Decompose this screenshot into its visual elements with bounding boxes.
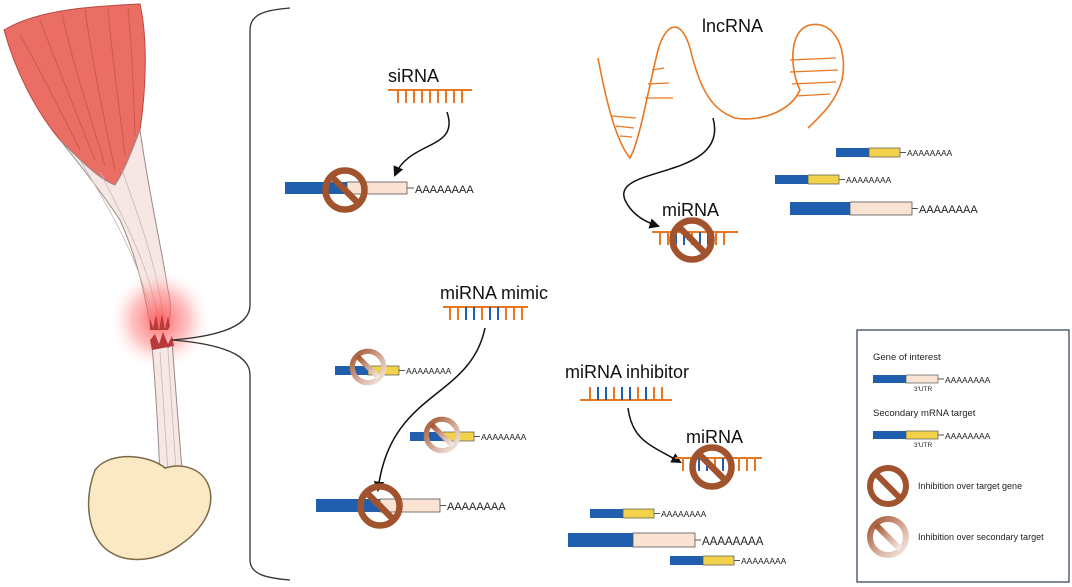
- poly-a-tail: AAAAAAAA: [907, 148, 953, 158]
- sirna-label: siRNA: [388, 66, 439, 86]
- mirna-mimic-arrow: [373, 327, 486, 493]
- mrna-utr: [346, 181, 408, 195]
- mirna-top-strand: [652, 231, 738, 245]
- lncrna-group: lncRNA miRNA: [597, 16, 978, 260]
- lncrna-stem-bars: [611, 57, 839, 138]
- injury-glow: [108, 268, 212, 372]
- poly-a-tail: AAAAAAAA: [741, 556, 787, 566]
- muscle-tendon-illustration: [3, 3, 212, 561]
- legend-gene-of-interest-label: Gene of interest: [873, 352, 941, 363]
- bracket: [171, 7, 291, 581]
- lncrna-strand: [597, 23, 845, 160]
- sirna-strand: [388, 89, 472, 103]
- tendon-torn-end-upper: [150, 314, 170, 330]
- mimic-target-mrna: AAAAAAAA: [316, 498, 506, 513]
- lncrna-mrna-2: AAAAAAAA: [775, 174, 892, 185]
- legend-inhibition-target-label: Inhibition over target gene: [918, 481, 1022, 491]
- sirna-target-mrna: AAAAAAAA: [285, 181, 474, 196]
- mirna-mimic-group: miRNA mimic AAAAAAAA AAAAAAAA: [316, 283, 548, 526]
- poly-a-tail: AAAAAAAA: [406, 366, 452, 376]
- legend-utr-label: 3'UTR: [914, 386, 933, 393]
- mirna-bottom-label: miRNA: [686, 427, 743, 447]
- inhibition-icon: [673, 221, 712, 260]
- sirna-arrow: [393, 111, 450, 177]
- mrna-cds: [285, 182, 347, 194]
- poly-a-tail: AAAAAAAA: [945, 375, 991, 385]
- poly-a-tail: AAAAAAAA: [702, 536, 764, 548]
- tendon-torn-end-lower: [150, 332, 174, 350]
- poly-a-tail: AAAAAAAA: [846, 175, 892, 185]
- legend-gene-of-interest-mrna: AAAAAAAA 3'UTR: [873, 374, 991, 393]
- mirna-mimic-label: miRNA mimic: [440, 283, 548, 303]
- legend-secondary-mrna: AAAAAAAA 3'UTR: [873, 430, 991, 449]
- mirna-bottom-strand: [675, 457, 762, 471]
- poly-a-tail: AAAAAAAA: [481, 432, 527, 442]
- sirna-group: siRNA AAAAAAAA: [285, 66, 474, 210]
- legend: Gene of interest AAAAAAAA 3'UTR Secondar…: [856, 329, 1070, 583]
- tendon-fibers-lower: [159, 349, 177, 473]
- bone: [87, 455, 212, 561]
- lncrna-label: lncRNA: [702, 16, 763, 36]
- inhibitor-mrna-1: AAAAAAAA: [590, 508, 707, 519]
- lncrna-mrna-3: AAAAAAAA: [790, 201, 978, 216]
- inhibitor-mrna-2: AAAAAAAA: [568, 532, 764, 548]
- mirna-mimic-strand: [443, 306, 528, 320]
- lncrna-mrna-1: AAAAAAAA: [836, 147, 953, 158]
- poly-a-tail: AAAAAAAA: [919, 204, 978, 216]
- mirna-top-label: miRNA: [662, 200, 719, 220]
- poly-a-tail: AAAAAAAA: [945, 431, 991, 441]
- legend-utr-label: 3'UTR: [914, 442, 933, 449]
- legend-inhibition-secondary-label: Inhibition over secondary target: [918, 532, 1044, 542]
- mirna-inhibitor-label: miRNA inhibitor: [565, 362, 689, 382]
- poly-a-tail: AAAAAAAA: [661, 509, 707, 519]
- poly-a-tail: AAAAAAAA: [415, 184, 474, 196]
- mirna-inhibitor-group: miRNA inhibitor miRNA: [565, 362, 787, 566]
- mirna-inhibitor-strand: [580, 387, 672, 401]
- muscle-fibers: [19, 7, 136, 171]
- inhibitor-mrna-3: AAAAAAAA: [670, 555, 787, 566]
- poly-a-tail: AAAAAAAA: [447, 501, 506, 513]
- mirna-inhibitor-arrow: [627, 407, 682, 464]
- legend-secondary-target-label: Secondary mRNA target: [873, 408, 976, 419]
- lncrna-arrow: [622, 117, 716, 229]
- legend-box: [856, 329, 1070, 583]
